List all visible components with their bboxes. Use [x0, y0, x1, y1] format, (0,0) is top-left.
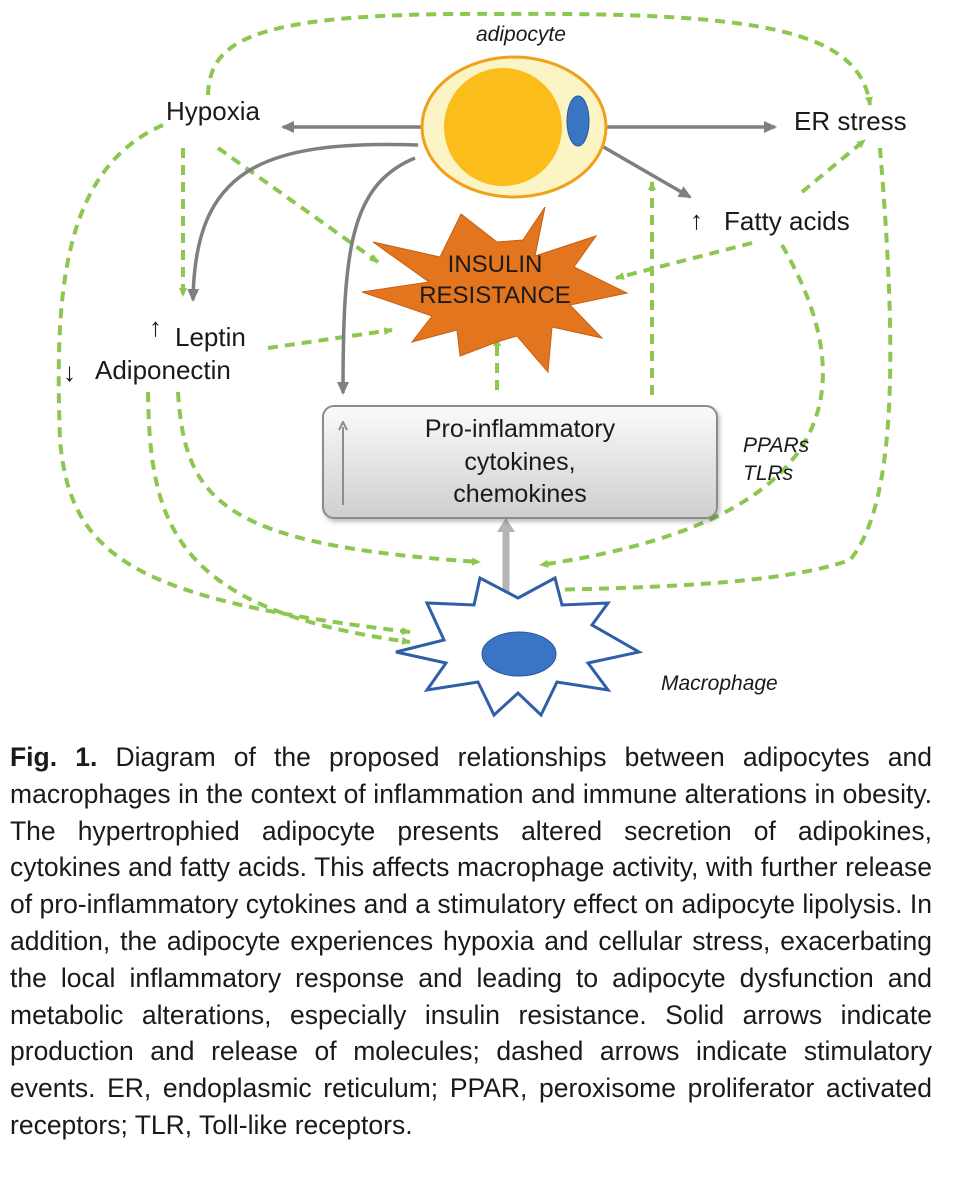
dashed-arrow-hypoxia-to-macrophage [56, 123, 411, 636]
leptin-label: Leptin [175, 322, 246, 352]
adiponectin-label: Adiponectin [95, 355, 231, 385]
fatty-acids-up-arrow-icon: ↑ [690, 205, 703, 235]
solid-arrow-adipocyte-to-leptin [187, 142, 419, 302]
adiponectin-down-arrow-icon: ↓ [63, 357, 76, 387]
adipocyte [420, 55, 608, 199]
er-stress-label: ER stress [794, 106, 907, 136]
macrophage-label: Macrophage [661, 672, 778, 695]
cytokines-line-2: cytokines, [464, 448, 576, 476]
hypoxia-label: Hypoxia [166, 96, 260, 126]
solid-arrow-adipocyte-to-cytokines [337, 156, 416, 395]
dashed-arrow-er-stress-to-macrophage [539, 147, 893, 594]
solid-arrows [187, 121, 777, 395]
adipocyte-label: adipocyte [476, 23, 566, 46]
fatty-acids-label: Fatty acids [724, 206, 850, 236]
dashed-arrow-adiponectin-to-macrophage-a [146, 391, 411, 645]
dashed-arrows [56, 11, 893, 645]
dashed-arrow-leptin-to-insulin-resistance [267, 327, 393, 350]
insulin-resistance-starburst [361, 206, 629, 374]
insulin-resistance-line-2: RESISTANCE [419, 282, 571, 309]
tlrs-label: TLRs [743, 462, 794, 485]
dashed-arrow-fatty-acids-to-macrophage [539, 244, 825, 568]
dashed-arrow-hypoxia-to-insulin-resistance [216, 146, 380, 264]
figure-caption: Fig. 1. Diagram of the proposed relation… [10, 739, 932, 1144]
insulin-resistance-line-1: INSULIN [447, 251, 543, 278]
solid-arrow-macrophage-to-cytokines-head [497, 518, 515, 532]
dashed-arrow-fatty-acids-to-insulin-resistance [615, 241, 753, 280]
figure-label: Fig. 1. [10, 742, 98, 772]
macrophage-nucleus [481, 631, 557, 677]
dashed-arrow-fatty-acids-to-er-stress [800, 138, 867, 194]
obesity-inflammation-diagram [56, 11, 893, 718]
dashed-arrow-adiponectin-to-cytokines [176, 391, 481, 566]
cytokines-box: Pro-inflammatory cytokines, chemokines [322, 405, 718, 519]
solid-arrow-adipocyte-to-fatty-acids [599, 143, 692, 199]
cytokines-up-arrow-icon [338, 421, 348, 505]
leptin-up-arrow-icon: ↑ [149, 312, 162, 342]
dashed-arrow-hypoxia-to-er-stress [206, 11, 873, 106]
adipocyte-nucleus [566, 95, 590, 147]
cytokines-line-3: chemokines [453, 480, 587, 508]
cytokines-line-1: Pro-inflammatory [424, 415, 616, 443]
caption-text: Diagram of the proposed relationships be… [10, 742, 932, 1140]
ppars-label: PPARs [743, 434, 810, 457]
